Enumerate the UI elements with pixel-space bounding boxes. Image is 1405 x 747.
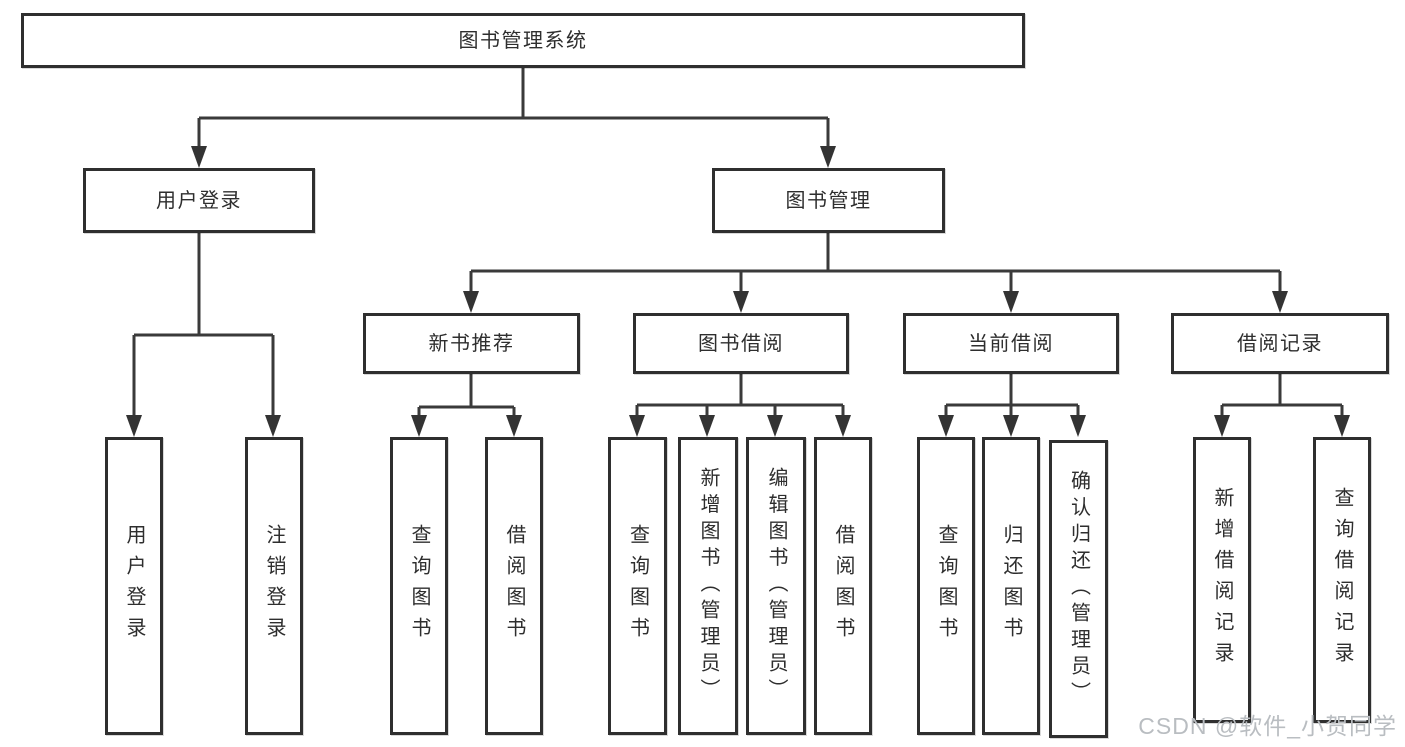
node-label: 查询图书 [408,524,430,648]
leaf-logout: 注销登录 [245,437,303,735]
leaf-borrow-books: 借阅图书 [814,437,872,735]
node-borrowing-records: 借阅记录 [1171,313,1389,374]
leaf-query-borrow-record: 查询借阅记录 [1313,437,1371,723]
node-user-login: 用户登录 [83,168,315,233]
node-label: 归还图书 [1000,524,1022,648]
node-label: 用户登录 [156,189,242,212]
leaf-query-books-recommend: 查询图书 [390,437,448,735]
arrowhead-icons [126,146,1350,437]
node-current-borrowing: 当前借阅 [903,313,1119,374]
node-label: 编辑图书（管理员） [765,467,787,705]
node-book-management: 图书管理 [712,168,945,233]
leaf-edit-books-admin: 编辑图书（管理员） [746,437,806,735]
node-label: 新增图书（管理员） [697,467,719,705]
leaf-query-books-current: 查询图书 [917,437,975,735]
node-label: 图书借阅 [698,332,784,355]
node-library-management-system: 图书管理系统 [21,13,1025,68]
node-label: 新增借阅记录 [1211,487,1233,673]
node-label: 新书推荐 [428,332,515,355]
node-label: 用户登录 [123,524,145,648]
leaf-confirm-return-admin: 确认归还（管理员） [1049,440,1108,738]
leaf-return-books: 归还图书 [982,437,1040,735]
connector-lines [132,68,1344,416]
node-label: 图书管理 [785,189,872,212]
node-label: 图书管理系统 [458,29,588,52]
node-label: 查询图书 [935,524,957,648]
csdn-watermark: CSDN @软件_小贺同学 [1138,713,1397,739]
leaf-add-borrow-record: 新增借阅记录 [1193,437,1251,723]
node-label: 借阅记录 [1237,332,1323,355]
leaf-user-login: 用户登录 [105,437,163,735]
node-book-borrowing: 图书借阅 [633,313,849,374]
leaf-add-books-admin: 新增图书（管理员） [678,437,738,735]
node-label: 注销登录 [263,524,285,648]
node-new-book-recommendation: 新书推荐 [363,313,580,374]
node-label: 借阅图书 [503,524,525,648]
node-label: 查询借阅记录 [1331,487,1353,673]
node-label: 借阅图书 [832,524,854,648]
node-label: 当前借阅 [968,332,1054,355]
node-label: 确认归还（管理员） [1067,470,1090,708]
node-label: 查询图书 [626,524,649,648]
leaf-query-books-borrow: 查询图书 [608,437,667,735]
leaf-borrow-books-recommend: 借阅图书 [485,437,543,735]
